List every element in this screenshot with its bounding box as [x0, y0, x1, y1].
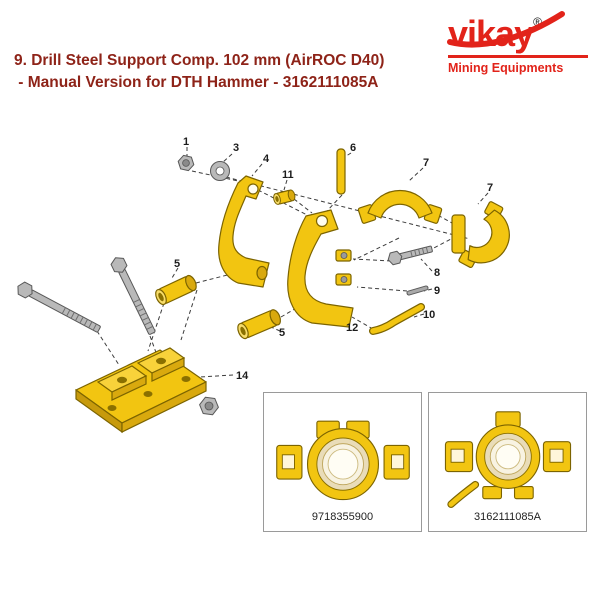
part-bushing-lower: [237, 309, 282, 340]
part-bolt-short: [387, 245, 433, 266]
part-hex-nut-top: [177, 154, 195, 172]
part-washer: [210, 161, 230, 181]
part-base-plate: [75, 347, 207, 434]
part-handle-rod: [369, 303, 425, 335]
support-assembly-image: [444, 411, 571, 508]
part-roll-pin: [406, 285, 429, 296]
page-title: 9. Drill Steel Support Comp. 102 mm (Air…: [14, 50, 384, 94]
callout-10: 10: [423, 309, 435, 321]
page-title-line2: - Manual Version for DTH Hammer - 316211…: [14, 74, 379, 91]
clamp-front-view-image: [275, 420, 410, 501]
callout-labels: 1 3 4 11 6 7 7 8 9 10 12 5 5 14: [174, 136, 493, 382]
logo-divider: [448, 55, 588, 58]
callout-1: 1: [183, 136, 189, 148]
part-guide-pin: [336, 148, 346, 195]
page-title-line1: 9. Drill Steel Support Comp. 102 mm (Air…: [14, 52, 385, 69]
part-bolt-long-left: [17, 281, 101, 333]
callout-5b: 5: [279, 327, 285, 339]
part-bushing-upper: [155, 274, 197, 306]
callout-4: 4: [263, 153, 270, 165]
callout-6: 6: [350, 142, 356, 154]
part-saddle-top: [357, 189, 443, 224]
callout-14: 14: [236, 370, 249, 382]
callout-12: 12: [346, 322, 358, 334]
part-spacer-sleeve: [273, 189, 296, 205]
callout-7a: 7: [423, 157, 429, 169]
part-bolt-long-right: [110, 257, 156, 335]
logo-swoosh-icon: [447, 11, 565, 48]
callout-5a: 5: [174, 258, 180, 270]
callout-8: 8: [434, 267, 440, 279]
part-saddle-right: [458, 201, 510, 269]
logo-tagline: Mining Equipments: [448, 61, 564, 75]
product-thumbnail-9718355900[interactable]: 9718355900: [263, 392, 422, 532]
part-clamp-body-center: [287, 209, 354, 328]
thumbnail-part-number: 3162111085A: [474, 511, 541, 523]
callout-11: 11: [282, 169, 294, 181]
callout-9: 9: [434, 285, 440, 297]
vikay-logo[interactable]: vikay® Mining Equipments: [447, 11, 590, 75]
part-hex-nut-bottom: [199, 396, 219, 416]
product-thumbnail-3162111085A[interactable]: 3162111085A: [428, 392, 587, 532]
registered-trademark-icon: ®: [533, 15, 542, 29]
part-saddle-right-band: [451, 214, 466, 254]
thumbnail-part-number: 9718355900: [311, 511, 374, 523]
callout-7b: 7: [487, 182, 493, 194]
part-clamp-half-left: [218, 175, 270, 288]
callout-3: 3: [233, 142, 239, 154]
logo-row: vikay®: [447, 11, 590, 52]
